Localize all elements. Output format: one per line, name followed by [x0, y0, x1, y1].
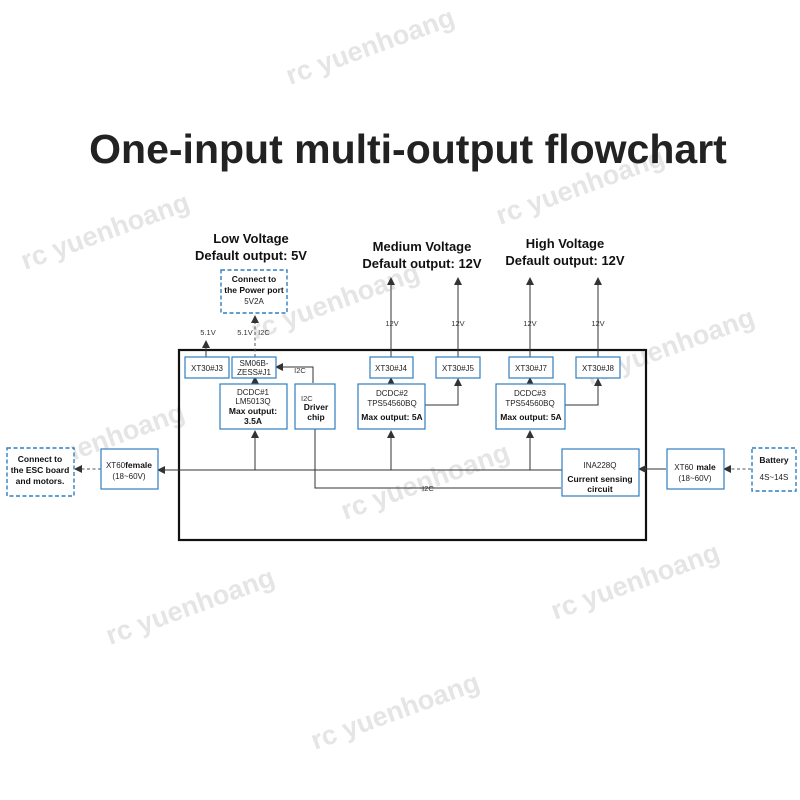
xt60-male-range: (18~60V) [678, 474, 711, 483]
esc-line3: and motors. [16, 476, 65, 486]
watermark: rc yuenhoang [547, 537, 724, 626]
xt60-male-suffix: male [696, 462, 716, 472]
connector-j3 [184, 356, 230, 379]
j8-voltage-label: 12V [591, 319, 604, 328]
xt60-female-label: XT60female [106, 460, 152, 470]
dcdc1-label-line2: LM5013Q [235, 397, 270, 406]
page-title: One-input multi-output flowchart [89, 126, 727, 172]
power-port-line1: Connect to [232, 274, 276, 284]
i2c-bus-wire [314, 429, 561, 489]
connector-j7-label: XT30#J7 [515, 364, 548, 373]
connector-j5 [435, 356, 481, 379]
connector-j1-label-line2: ZESS#J1 [237, 368, 271, 377]
xt60-male-block [666, 448, 725, 490]
connector-j1 [231, 356, 277, 379]
ina-label-line1: INA228Q [584, 461, 617, 470]
battery-label: Battery [759, 455, 789, 465]
xt60-female-range: (18~60V) [112, 472, 145, 481]
battery-cells: 4S~14S [760, 473, 789, 482]
ina-label-line3: circuit [587, 484, 613, 494]
j5-voltage-label: 12V [451, 319, 464, 328]
dcdc3-label-line2: TPS54560BQ [505, 399, 554, 408]
driver-chip-line1: Driver [304, 402, 329, 412]
dcdc3-label-line3: Max output: 5A [500, 412, 561, 422]
esc-line2: the ESC board [11, 465, 70, 475]
dcdc1-block [219, 383, 288, 430]
connector-j7 [508, 356, 554, 379]
driver-chip-bus: I2C [301, 394, 313, 403]
high-voltage-header: High Voltage Default output: 12V [505, 236, 624, 268]
dcdc3-label-line1: DCDC#3 [514, 389, 547, 398]
watermark: rc yuenhoang [102, 562, 279, 651]
dcdc2-label-line3: Max output: 5A [361, 412, 422, 422]
power-port-box [220, 269, 288, 314]
connector-j4-label: XT30#J4 [375, 364, 408, 373]
connector-j4 [369, 356, 414, 379]
driver-bus-label: I2C [294, 366, 306, 375]
xt60-male-name: XT60 [674, 463, 694, 472]
driver-chip-block [294, 383, 336, 430]
high-voltage-title: High Voltage [526, 236, 604, 251]
dcdc2-label-line2: TPS54560BQ [367, 399, 416, 408]
j3-voltage-label: 5.1V [200, 328, 215, 337]
xt60-female-suffix: female [125, 460, 152, 470]
medium-voltage-header: Medium Voltage Default output: 12V [362, 239, 481, 271]
connector-j1-label-line1: SM06B- [240, 359, 269, 368]
connector-j8 [575, 356, 621, 379]
bottom-bus-label: I2C [422, 484, 434, 493]
esc-connection-box [6, 447, 75, 497]
driver-chip-line2: chip [307, 412, 324, 422]
connector-j8-label: XT30#J8 [582, 364, 615, 373]
power-port-line2: the Power port [224, 285, 284, 295]
esc-line1: Connect to [18, 454, 62, 464]
dcdc2-label-line1: DCDC#2 [376, 389, 409, 398]
dcdc3-block [495, 383, 566, 430]
dcdc1-label-line3: Max output: [229, 406, 277, 416]
driver-to-j1-wire [275, 363, 314, 383]
dcdc2-block [357, 383, 426, 430]
connector-j5-label: XT30#J5 [442, 364, 475, 373]
power-port-rating: 5V2A [244, 297, 264, 306]
high-voltage-default: Default output: 12V [505, 253, 624, 268]
xt60-female-name: XT60 [106, 461, 126, 470]
wires [74, 277, 751, 489]
xt60-female-block [100, 448, 159, 490]
low-voltage-default: Default output: 5V [195, 248, 307, 263]
main-board-outline [177, 348, 648, 542]
low-voltage-title: Low Voltage [213, 231, 289, 246]
dcdc1-label-line4: 3.5A [244, 416, 262, 426]
dcdc2-to-j5-wire [425, 378, 462, 406]
medium-voltage-default: Default output: 12V [362, 256, 481, 271]
watermark: rc yuenhoang [307, 667, 484, 756]
j7-voltage-label: 12V [523, 319, 536, 328]
watermark: rc yuenhoang [17, 187, 194, 276]
ina228q-block [561, 448, 640, 497]
low-voltage-header: Low Voltage Default output: 5V [195, 231, 307, 263]
j1-voltage-label: 5.1V [237, 328, 252, 337]
battery-box [751, 447, 797, 492]
j4-voltage-label: 12V [385, 319, 398, 328]
j1-bus-label: I2C [258, 328, 270, 337]
connector-j3-label: XT30#J3 [191, 364, 224, 373]
medium-voltage-title: Medium Voltage [373, 239, 472, 254]
ina-label-line2: Current sensing [567, 474, 632, 484]
dcdc1-label-line1: DCDC#1 [237, 388, 270, 397]
watermark: rc yuenhoang [282, 2, 459, 91]
dcdc3-to-j8-wire [565, 378, 602, 406]
watermark: rc yuenhoang [337, 437, 514, 526]
